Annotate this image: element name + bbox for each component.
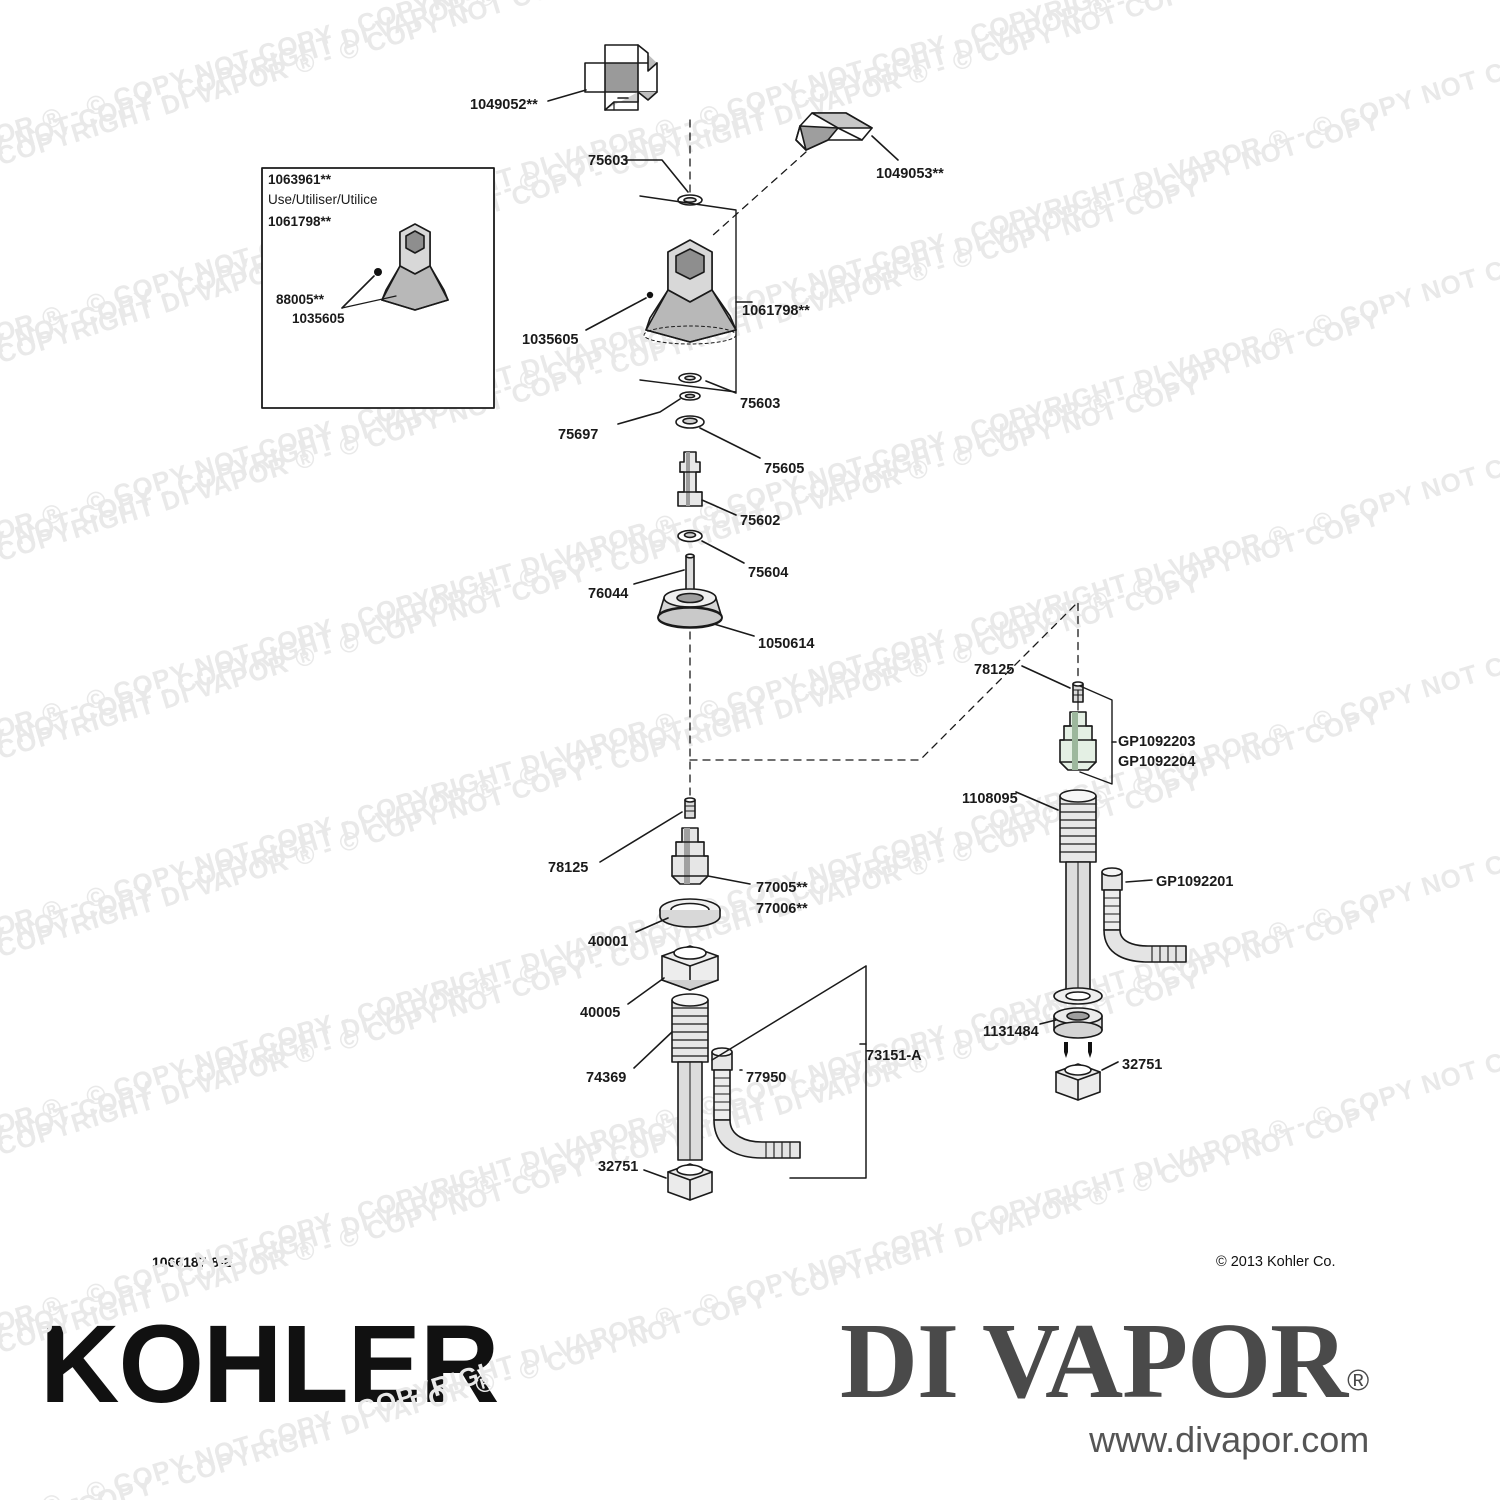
part-label-l-32751l: 32751 bbox=[598, 1159, 639, 1175]
part-label-l-78125l: 78125 bbox=[548, 860, 589, 876]
part-oring-75603-lower bbox=[678, 372, 702, 384]
inset-line2: Use/Utiliser/Utilice bbox=[268, 192, 378, 207]
part-label-l-74369: 74369 bbox=[586, 1070, 627, 1086]
part-nut-32751-right bbox=[1055, 1063, 1101, 1101]
inset-box bbox=[261, 167, 495, 409]
part-label-l-75603a: 75603 bbox=[588, 153, 629, 169]
part-mount-1131484 bbox=[1053, 987, 1103, 1058]
part-label-l-1131484: 1131484 bbox=[983, 1024, 1039, 1040]
part-cross-handle bbox=[584, 44, 658, 111]
divapor-logo: DI VAPOR® www.divapor.com bbox=[840, 1308, 1369, 1458]
divapor-wordmark: DI VAPOR bbox=[840, 1302, 1348, 1421]
part-label-l-77950: 77950 bbox=[746, 1070, 787, 1086]
part-nut-40005 bbox=[661, 945, 719, 991]
inset-label-88005: 88005** bbox=[276, 292, 325, 307]
inset-label-1035605: 1035605 bbox=[292, 311, 345, 326]
document-code: 1066187-8-E bbox=[152, 1254, 233, 1270]
part-label-l-75697: 75697 bbox=[558, 427, 599, 443]
part-stem-75602 bbox=[677, 451, 703, 507]
part-oring-75697 bbox=[679, 391, 701, 401]
part-flange-1050614 bbox=[657, 588, 723, 629]
part-screw-76044 bbox=[685, 553, 695, 595]
part-label-l-gp1092203: GP1092203 bbox=[1118, 734, 1196, 750]
part-label-l-1049053: 1049053** bbox=[876, 166, 944, 182]
part-label-l-1049052: 1049052** bbox=[470, 97, 538, 113]
inset-line3: 1061798** bbox=[268, 214, 332, 229]
part-label-l-1050614: 1050614 bbox=[758, 636, 815, 652]
part-label-l-76044: 76044 bbox=[588, 586, 629, 602]
part-hose-77950 bbox=[711, 1047, 801, 1159]
part-label-l-32751r: 32751 bbox=[1122, 1057, 1163, 1073]
part-label-l-1108095: 1108095 bbox=[962, 791, 1018, 807]
part-label-l-73151a: 73151-A bbox=[866, 1048, 922, 1064]
part-washer-75605 bbox=[675, 415, 705, 429]
registered-mark-icon: ® bbox=[1347, 1364, 1370, 1398]
part-valve-gp1092203 bbox=[1059, 711, 1097, 771]
part-label-l-75605: 75605 bbox=[764, 461, 805, 477]
part-label-l-40001: 40001 bbox=[588, 934, 629, 950]
inset-line1: 1063961** bbox=[268, 172, 332, 187]
part-label-l-gp1092201: GP1092201 bbox=[1156, 874, 1234, 890]
part-lever-handle bbox=[795, 112, 873, 151]
part-label-l-77005: 77005** bbox=[756, 880, 808, 896]
part-supply-74369 bbox=[671, 993, 709, 1161]
part-washer-75604 bbox=[677, 529, 703, 543]
part-escutcheon-1061798 bbox=[643, 239, 737, 345]
part-washer-40001 bbox=[659, 898, 721, 928]
part-supply-1108095 bbox=[1059, 789, 1097, 991]
part-hose-gp1092201 bbox=[1101, 867, 1187, 963]
part-label-l-75603b: 75603 bbox=[740, 396, 781, 412]
part-screw-78125-left bbox=[684, 797, 696, 819]
part-nut-32751-left bbox=[667, 1163, 713, 1201]
part-label-l-75602: 75602 bbox=[740, 513, 781, 529]
copyright-notice: © 2013 Kohler Co. bbox=[1216, 1254, 1336, 1270]
part-label-l-78125r: 78125 bbox=[974, 662, 1015, 678]
part-label-l-75604: 75604 bbox=[748, 565, 789, 581]
divapor-url: www.divapor.com bbox=[1089, 1419, 1370, 1460]
part-cartridge-77005 bbox=[671, 827, 709, 885]
part-label-l-1035605: 1035605 bbox=[522, 332, 579, 348]
kohler-logo: KOHLER bbox=[40, 1303, 499, 1426]
part-label-l-1061798: 1061798** bbox=[742, 303, 810, 319]
part-label-l-gp1092204: GP1092204 bbox=[1118, 754, 1196, 770]
part-label-l-77006: 77006** bbox=[756, 901, 808, 917]
part-label-l-40005: 40005 bbox=[580, 1005, 621, 1021]
